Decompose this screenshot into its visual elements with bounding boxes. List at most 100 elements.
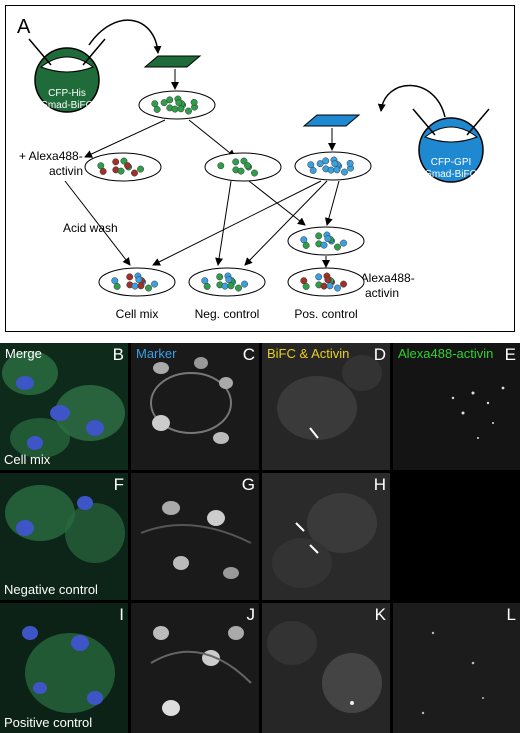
plasmid1-line2: Smad-BiFC xyxy=(41,100,93,111)
cell-dot xyxy=(175,99,183,107)
blue-dish xyxy=(302,114,361,127)
cell-dot xyxy=(117,167,125,175)
cell-dot xyxy=(334,243,341,251)
cell-dot xyxy=(171,105,179,113)
cell-dot xyxy=(126,273,134,281)
panel-letter-c: C xyxy=(242,345,255,364)
panel-letter-h: H xyxy=(373,475,386,494)
plasmid1-line1: CFP-His xyxy=(48,88,86,99)
row-caption-positive: Positive control xyxy=(4,715,93,730)
cell-dot xyxy=(160,99,168,107)
cell-dot xyxy=(232,158,240,166)
cell-dot xyxy=(346,159,354,167)
panel-j: J xyxy=(131,603,259,733)
add-activin-right-1: + Alexa488- xyxy=(351,271,415,285)
cell-dot xyxy=(235,284,242,292)
cell-dot xyxy=(327,166,335,174)
cell-dot xyxy=(185,107,192,115)
cell-dot xyxy=(324,276,332,284)
cell-dot xyxy=(221,282,229,290)
cell-dot xyxy=(99,167,107,175)
panel-letter-g: G xyxy=(241,475,255,494)
plasmid2-line2: Smad-BiFC xyxy=(425,169,477,180)
cell-dot xyxy=(341,168,348,176)
cell-dot xyxy=(300,236,308,244)
activin-dish xyxy=(84,152,162,182)
panel-i: I Positive control xyxy=(0,603,128,733)
panel-letter-d: D xyxy=(373,345,386,364)
transfection-arrow-2 xyxy=(377,84,446,118)
cell-dot xyxy=(137,165,144,173)
cell-dot xyxy=(97,162,105,170)
cell-dot xyxy=(240,157,248,165)
cell-dot xyxy=(322,157,330,165)
plasmid2-line1: CFP-GPI xyxy=(431,157,472,168)
cell-dot xyxy=(111,277,119,285)
panel-d: BiFC & Activin D xyxy=(262,343,390,470)
cell-dot xyxy=(302,241,310,249)
acid-wash-label: Acid wash xyxy=(63,221,118,235)
panel-letter-l: L xyxy=(506,605,516,624)
cell-dot xyxy=(177,105,185,113)
panel-letter-j: J xyxy=(246,605,256,624)
cell-dot xyxy=(124,162,132,170)
panel-c: Marker C xyxy=(131,343,259,470)
panel-letter-k: K xyxy=(374,605,386,624)
cell-dot xyxy=(113,282,121,290)
panel-a-letter: A xyxy=(17,16,31,38)
cell-dot xyxy=(153,105,161,113)
neg-control-label: Neg. control xyxy=(195,307,260,321)
panel-letter-f: F xyxy=(113,475,124,494)
cell-dot xyxy=(300,277,308,285)
panel-letter-e: E xyxy=(504,345,516,364)
green-dish xyxy=(143,55,202,68)
plasmid-cfp-gpi: CFP-GPI Smad-BiFC xyxy=(412,108,490,183)
col-header-bifc: BiFC & Activin xyxy=(267,346,350,361)
panel-letter-b: B xyxy=(112,345,124,364)
cell-dot xyxy=(340,239,347,247)
cell-dot xyxy=(112,158,120,166)
plasmid-cfp-his: CFP-His Smad-BiFC xyxy=(28,38,106,113)
cell-dot xyxy=(216,273,224,281)
panel-h-empty xyxy=(393,473,520,600)
cell-dot xyxy=(131,169,138,177)
green-only-dish xyxy=(204,152,282,182)
row-caption-negative: Negative control xyxy=(4,582,98,597)
cell-dot xyxy=(237,167,245,175)
microscopy-grid: Merge B Cell mix Marker C BiFC & Activin… xyxy=(0,343,520,733)
cell-dot xyxy=(331,160,339,168)
pos-control-label: Pos. control xyxy=(294,307,357,321)
cell-dot xyxy=(320,241,328,249)
cell-dot xyxy=(225,276,233,284)
add-activin-left-1: + Alexa488- xyxy=(19,149,83,163)
cell-dot xyxy=(333,166,341,174)
cell-dot xyxy=(307,161,315,169)
cell-dot xyxy=(241,280,248,288)
cell-dot xyxy=(166,96,174,104)
cell-dot xyxy=(244,162,252,170)
col-header-merge: Merge xyxy=(5,346,42,361)
cell-dot xyxy=(217,162,225,170)
col-header-marker: Marker xyxy=(136,346,177,361)
transfection-arrow-1 xyxy=(88,19,162,54)
panel-f: F Negative control xyxy=(0,473,128,600)
cell-dot xyxy=(227,282,235,290)
cell-dot xyxy=(203,282,211,290)
panel-e: Alexa488-activin E xyxy=(393,343,520,470)
cell-dot xyxy=(302,282,310,290)
panel-h: H xyxy=(262,473,390,600)
cell-dot xyxy=(309,166,317,174)
panel-b: Merge B Cell mix xyxy=(0,343,128,470)
panel-l: L xyxy=(393,603,520,733)
cell-dots xyxy=(97,95,354,292)
add-activin-left-2: activin xyxy=(49,164,83,178)
cell-dot xyxy=(151,100,159,108)
panel-g: G xyxy=(131,473,259,600)
cell-dot xyxy=(201,277,209,285)
panel-letter-i: I xyxy=(119,605,124,624)
cell-dot xyxy=(340,280,347,288)
cell-dot xyxy=(315,232,323,240)
cell-dot xyxy=(135,276,143,284)
cell-dot xyxy=(151,280,158,288)
row-caption-cell-mix: Cell mix xyxy=(4,452,51,467)
